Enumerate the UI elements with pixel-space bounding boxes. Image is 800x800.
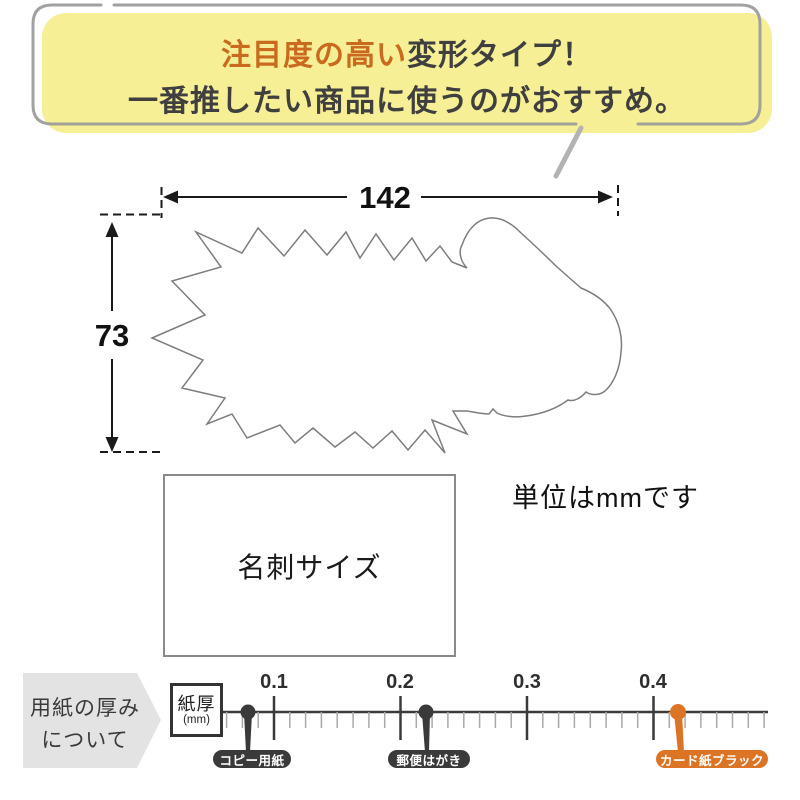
tick-label-03: 0.3 <box>513 671 541 693</box>
speech-bubble <box>42 13 772 133</box>
width-value-label: 142 <box>359 180 411 215</box>
bubble-tail <box>553 125 584 179</box>
tick-label-04: 0.4 <box>639 671 667 693</box>
bubble-text-line2: 一番推したい商品に使うのがおすすめ。 <box>128 85 686 118</box>
card-black-dot <box>670 704 686 720</box>
copy-paper-stem <box>244 713 252 752</box>
business-card-label: 名刺サイズ <box>237 551 382 583</box>
starburst-shape-outline <box>150 217 623 454</box>
copy-paper-badge: コピー用紙 <box>213 750 291 768</box>
paper-thickness-unit: (mm) <box>183 713 210 726</box>
arrowhead-down <box>105 437 119 452</box>
ruler-major-ticks <box>272 696 655 740</box>
unit-note: 単位はmmです <box>512 483 699 513</box>
arrowhead-right <box>598 190 613 204</box>
business-card-rect: 名刺サイズ <box>163 474 456 657</box>
dimension-guides-dashed <box>100 185 619 453</box>
banner-line2: について <box>41 729 129 752</box>
postcard-badge: 郵便はがき <box>388 750 470 768</box>
bubble-sketch-border <box>31 3 762 126</box>
bubble-text-line1: 注目度の高い変形タイプ！ <box>42 30 772 74</box>
paper-thickness-box: 紙厚 (mm) <box>170 683 223 737</box>
postcard-stem <box>422 713 430 752</box>
postcard-dot <box>418 704 434 720</box>
tick-label-01: 0.1 <box>260 671 288 693</box>
thickness-banner-arrow <box>23 673 161 768</box>
height-value-label: 73 <box>94 318 130 353</box>
bubble-line1-rest: 変形タイプ！ <box>407 39 593 72</box>
copy-paper-dot <box>240 704 256 720</box>
ruler-minor-ticks <box>225 712 765 728</box>
paper-thickness-label: 紙厚 <box>177 693 216 714</box>
arrowhead-up <box>105 222 119 237</box>
card-black-stem <box>674 713 684 752</box>
banner-line1: 用紙の厚み <box>30 697 140 720</box>
tick-label-02: 0.2 <box>386 671 414 693</box>
arrowhead-left <box>163 190 178 204</box>
card-black-badge: カード紙ブラック <box>656 750 768 768</box>
bubble-highlight-text: 注目度の高い <box>221 39 407 72</box>
